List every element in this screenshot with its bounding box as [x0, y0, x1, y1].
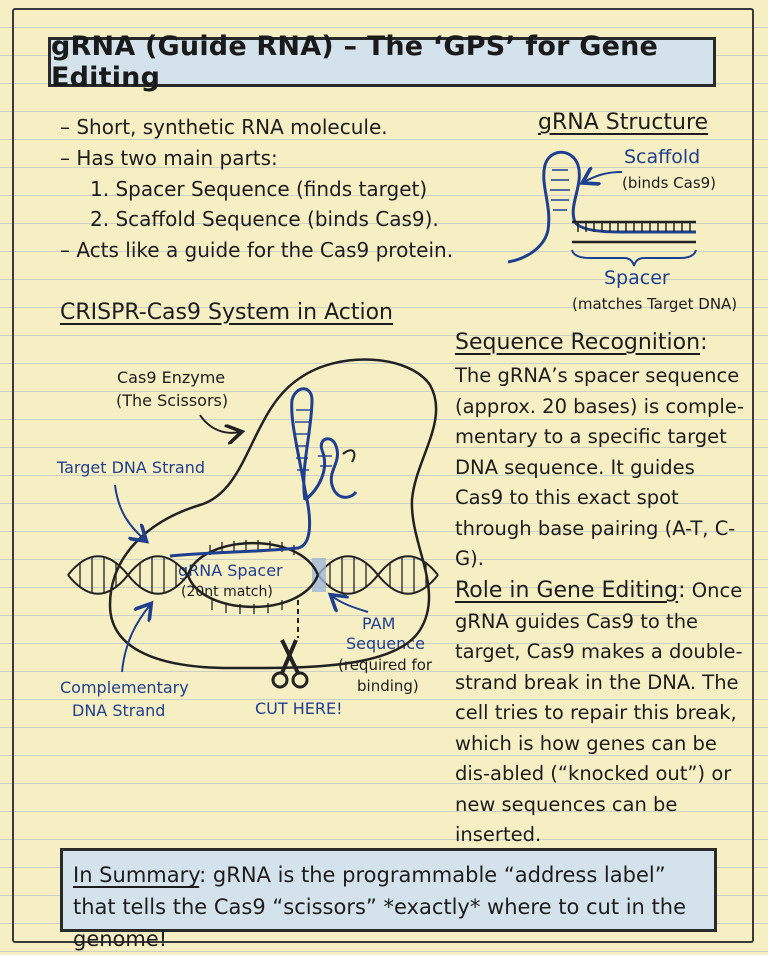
bullet-guide-cas9: – Acts like a guide for the Cas9 protein… — [60, 238, 454, 262]
bullet-short-rna: – Short, synthetic RNA molecule. — [60, 115, 388, 139]
recognition-heading: Sequence Recognition — [455, 330, 701, 355]
pam-label-line4: binding) — [357, 677, 419, 695]
complementary-label-line2: DNA Strand — [72, 701, 166, 720]
cas9-enzyme-outline — [108, 358, 438, 670]
role-heading: Role in Gene Editing — [455, 578, 679, 603]
grna-spacer-note: (20nt match) — [181, 584, 273, 600]
page-title: gRNA (Guide RNA) – The ‘GPS’ for Gene Ed… — [51, 31, 659, 93]
target-strand-arrow — [114, 484, 145, 540]
spacer-label: Spacer — [604, 267, 670, 289]
cas9-label-line1: Cas9 Enzyme — [117, 368, 226, 387]
cas9-label-line2: (The Scissors) — [116, 391, 229, 410]
spacer-note: (matches Target DNA) — [572, 295, 738, 313]
grna-spacer-label: gRNA Spacer — [178, 561, 283, 580]
pam-label-line2: Sequence — [346, 634, 425, 653]
page-border — [12, 8, 754, 943]
recognition-colon: : — [700, 330, 708, 355]
system-heading: CRISPR-Cas9 System in Action — [60, 300, 393, 325]
pam-label-line1: PAM — [362, 614, 396, 633]
title-banner: gRNA (Guide RNA) – The ‘GPS’ for Gene Ed… — [48, 31, 716, 93]
scaffold-note: (binds Cas9) — [622, 174, 717, 192]
structure-heading: gRNA Structure — [538, 110, 709, 135]
summary-text: gRNA is the programmable “address label”… — [73, 863, 687, 951]
recognition-text: The gRNA’s spacer sequence (approx. 20 b… — [455, 364, 744, 570]
complementary-label-line1: Complementary — [60, 678, 189, 697]
dna-helix — [67, 540, 439, 614]
summary-box: In Summary: gRNA is the programmable “ad… — [60, 848, 717, 951]
grna-strand — [169, 387, 358, 558]
complementary-strand-arrow — [121, 605, 150, 673]
pam-arrow — [332, 596, 369, 613]
cas9-arrow — [199, 414, 240, 433]
bullet-spacer-sequence: 1. Spacer Sequence (finds target) — [90, 177, 428, 201]
role-colon: : — [678, 578, 686, 603]
cut-here-label: CUT HERE! — [255, 699, 343, 718]
target-strand-label: Target DNA Strand — [57, 458, 206, 477]
role-text: Once gRNA guides Cas9 to the target, Cas… — [455, 579, 743, 846]
bullet-scaffold-sequence: 2. Scaffold Sequence (binds Cas9). — [90, 207, 439, 231]
cut-marker — [271, 600, 309, 689]
summary-colon: : — [199, 863, 207, 887]
grna-structure-drawing — [507, 150, 697, 267]
recognition-heading-row: Sequence Recognition: — [455, 330, 707, 355]
scaffold-label: Scaffold — [624, 146, 701, 168]
bullet-two-parts: – Has two main parts: — [60, 146, 278, 170]
role-paragraph: Role in Gene Editing: Once gRNA guides C… — [455, 576, 747, 851]
summary-lead: In Summary — [73, 863, 200, 887]
